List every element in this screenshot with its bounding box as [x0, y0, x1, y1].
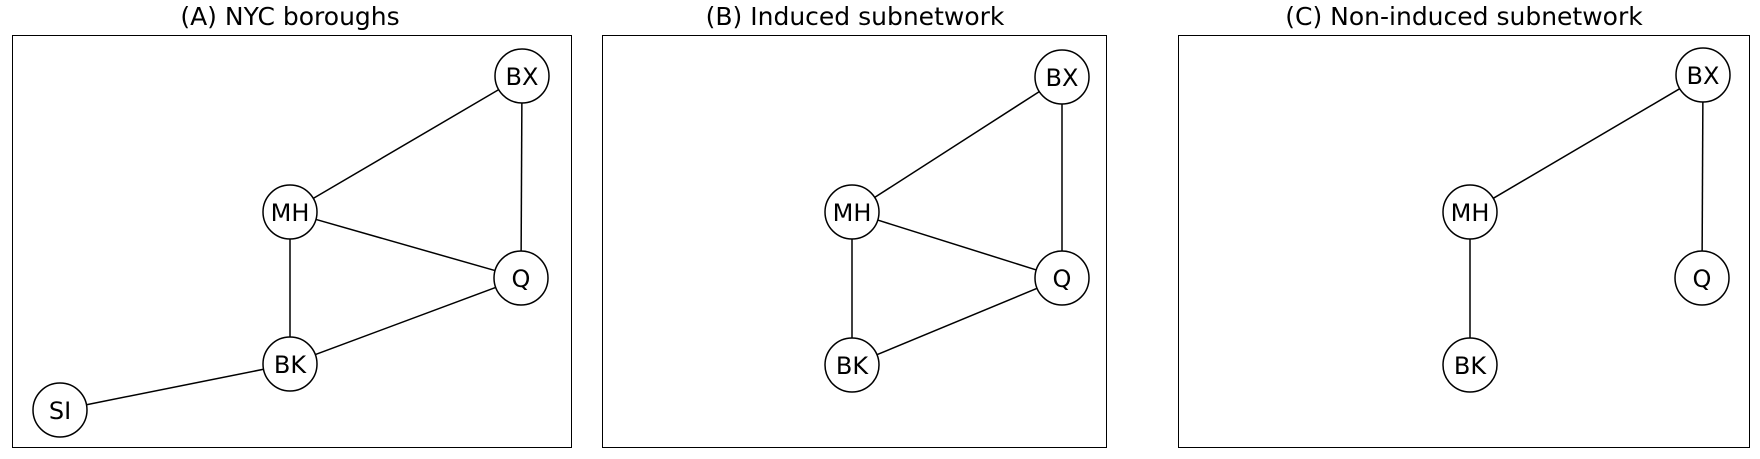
panel-title-a: (A) NYC boroughs: [180, 2, 400, 31]
panel-b-induced-subnetwork: [602, 35, 1107, 448]
panel-a-nyc-boroughs: [12, 35, 572, 448]
panel-c-non-induced-subnetwork: [1178, 35, 1750, 448]
panel-title-c: (C) Non-induced subnetwork: [1285, 2, 1643, 31]
panel-title-b: (B) Induced subnetwork: [705, 2, 1005, 31]
